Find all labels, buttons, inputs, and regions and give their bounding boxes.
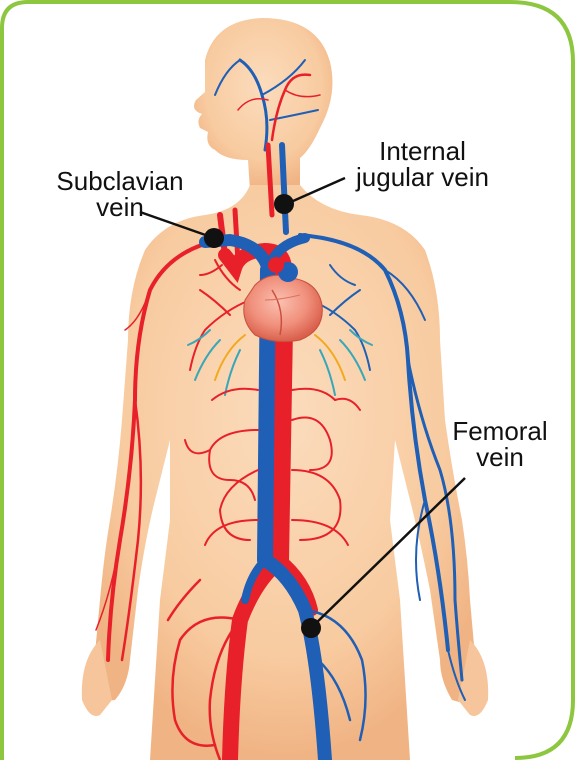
femoral-dot <box>301 618 321 638</box>
jugular-line1: Internal <box>335 138 510 164</box>
femoral-line1: Femoral <box>430 418 570 444</box>
femoral-line2: vein <box>430 444 570 470</box>
subclavian-line2: vein <box>30 194 210 220</box>
femoral-vein-label: Femoral vein <box>430 418 570 470</box>
subclavian-dot <box>204 228 224 248</box>
internal-jugular-vein-label: Internal jugular vein <box>335 138 510 190</box>
subclavian-line1: Subclavian <box>30 168 210 194</box>
jugular-dot <box>274 194 294 214</box>
jugular-line2: jugular vein <box>335 164 510 190</box>
subclavian-vein-label: Subclavian vein <box>30 168 210 220</box>
